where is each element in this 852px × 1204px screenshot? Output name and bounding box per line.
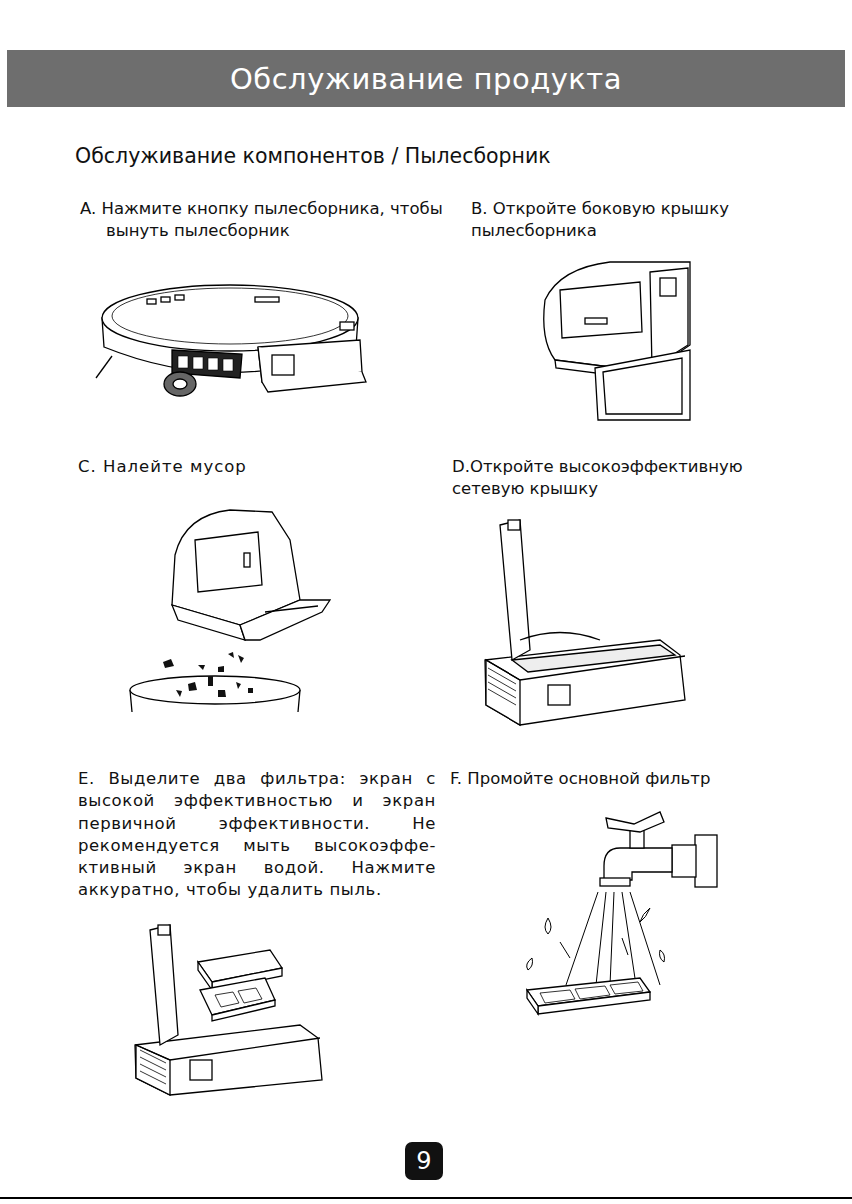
debris bbox=[198, 665, 205, 670]
water bbox=[527, 958, 533, 970]
dust-bin-emptying bbox=[172, 510, 330, 640]
dust-bin bbox=[660, 278, 676, 296]
water bbox=[630, 892, 660, 985]
robot-vacuum bbox=[258, 347, 366, 392]
debris bbox=[238, 655, 244, 663]
filters-removed bbox=[158, 925, 170, 935]
dust-bin-emptying bbox=[172, 605, 245, 640]
robot-vacuum bbox=[161, 297, 170, 302]
filter-lid-open bbox=[548, 685, 570, 705]
primary-filter bbox=[527, 990, 538, 1014]
filter-lid-open bbox=[508, 520, 520, 530]
filters-removed bbox=[135, 925, 322, 1095]
filter-lid-open bbox=[488, 668, 516, 705]
water bbox=[622, 938, 628, 955]
water bbox=[560, 942, 570, 958]
filters-removed bbox=[190, 1060, 212, 1080]
water-tap bbox=[606, 812, 664, 832]
filters-removed bbox=[140, 1050, 166, 1084]
robot-vacuum bbox=[96, 285, 366, 396]
robot-vacuum bbox=[272, 355, 294, 375]
water bbox=[660, 950, 665, 962]
primary-filter bbox=[527, 978, 650, 1014]
debris bbox=[208, 676, 213, 686]
robot-vacuum bbox=[147, 299, 156, 304]
water bbox=[527, 892, 665, 985]
debris bbox=[218, 666, 224, 672]
water-tap bbox=[672, 845, 696, 877]
water bbox=[596, 892, 606, 985]
filter-lid-open bbox=[520, 633, 600, 641]
step-text: B. Откройте боковую крышку пылесборника bbox=[471, 198, 791, 243]
dust-bin bbox=[595, 350, 690, 420]
debris bbox=[218, 690, 226, 697]
step-text: E. Выделите два фильтра: экран с высокой… bbox=[78, 768, 436, 902]
water bbox=[610, 892, 614, 985]
robot-vacuum bbox=[173, 379, 187, 389]
page-number: 9 bbox=[416, 1149, 431, 1173]
dust-bin-emptying bbox=[195, 532, 262, 592]
step-text: A. Нажмите кнопку пылесборника, чтобы вы… bbox=[80, 198, 451, 243]
robot-vacuum bbox=[164, 372, 196, 396]
robot-vacuum bbox=[102, 285, 358, 351]
section-heading: Обслуживание компонентов / Пылесборник bbox=[75, 143, 675, 171]
water bbox=[622, 892, 636, 985]
water-tap bbox=[600, 878, 630, 886]
debris bbox=[188, 682, 197, 691]
water-tap bbox=[604, 848, 672, 880]
robot-vacuum bbox=[255, 297, 279, 302]
filter-lid-open bbox=[512, 645, 675, 672]
water-tap bbox=[600, 812, 717, 887]
filters-removed bbox=[215, 988, 262, 1007]
dust-bin bbox=[585, 318, 607, 324]
bottom-rule bbox=[0, 1197, 852, 1199]
filters-removed bbox=[150, 925, 178, 1045]
water bbox=[545, 918, 551, 934]
title-band: Обслуживание продукта bbox=[7, 50, 845, 107]
debris bbox=[248, 688, 253, 693]
debris bbox=[236, 682, 241, 689]
water bbox=[566, 892, 598, 985]
primary-filter bbox=[540, 982, 643, 1003]
page-title: Обслуживание продукта bbox=[230, 62, 622, 96]
robot-vacuum bbox=[178, 356, 233, 371]
trash-can bbox=[130, 676, 300, 704]
filter-lid-open bbox=[500, 520, 530, 660]
primary-filter bbox=[538, 992, 650, 1014]
robot-vacuum bbox=[340, 322, 354, 330]
dust-bin-emptying bbox=[265, 606, 318, 612]
trash-can bbox=[130, 676, 300, 712]
filter-lid-open bbox=[485, 520, 685, 725]
water bbox=[640, 908, 650, 922]
robot-vacuum bbox=[112, 288, 348, 344]
step-text: C. Налейте мусор bbox=[78, 456, 418, 478]
debris bbox=[228, 652, 234, 658]
dust-bin bbox=[603, 358, 682, 414]
page-number-box: 9 bbox=[405, 1142, 443, 1180]
debris bbox=[163, 659, 174, 668]
dust-bin bbox=[544, 262, 690, 420]
dust-bin-emptying bbox=[240, 600, 330, 640]
debris bbox=[176, 690, 182, 697]
dust-bin bbox=[560, 282, 642, 338]
step-text: F. Промойте основной фильтр bbox=[450, 768, 795, 790]
dust-bin-emptying bbox=[244, 553, 250, 567]
water-tap bbox=[695, 835, 717, 887]
step-text: D.Откройте высокоэффективную сетевую кры… bbox=[452, 456, 797, 501]
debris bbox=[163, 652, 253, 697]
robot-vacuum bbox=[96, 356, 112, 378]
filters-removed bbox=[198, 962, 212, 990]
robot-vacuum bbox=[175, 295, 184, 300]
filters-removed bbox=[212, 1000, 275, 1021]
